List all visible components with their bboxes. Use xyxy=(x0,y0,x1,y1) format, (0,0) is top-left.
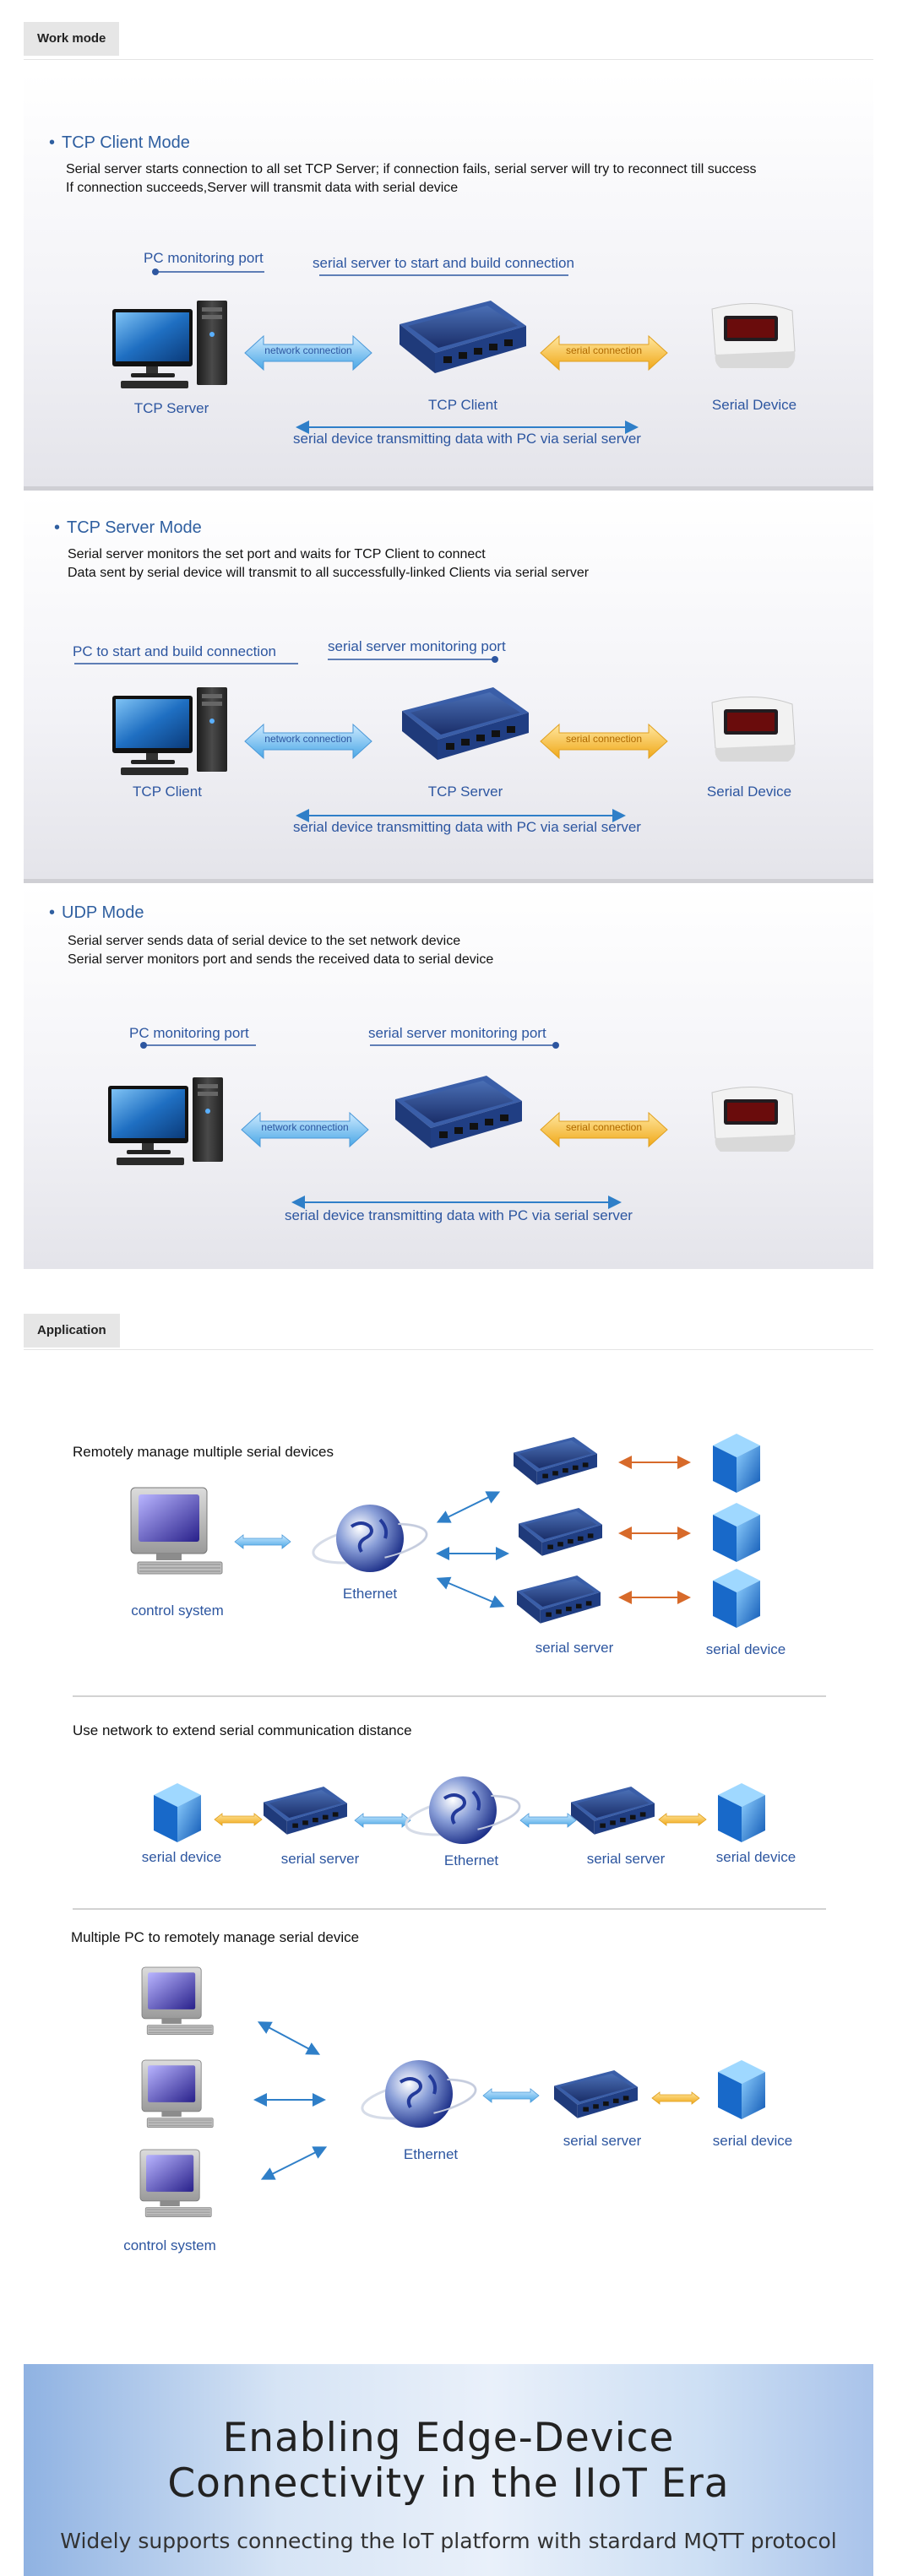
app2-label-5: serial device xyxy=(715,1849,796,1865)
network-connection-label-2: network connection xyxy=(264,733,352,745)
tcp-client-desc-2: If connection succeeds,Server will trans… xyxy=(66,181,459,195)
iiot-banner: Enabling Edge-Device Connectivity in the… xyxy=(24,2364,873,2576)
udp-lines xyxy=(140,1042,622,1209)
serial-device-caption: Serial Device xyxy=(711,397,797,413)
serial-device-caption-2: Serial Device xyxy=(706,784,792,800)
app-section-1-title: Remotely manage multiple serial devices xyxy=(73,1444,334,1460)
pc-monitoring-port-label: PC monitoring port xyxy=(144,250,264,266)
serial-connection-label: serial connection xyxy=(565,344,643,356)
serial-connection-label-2: serial connection xyxy=(565,733,643,745)
udp-panel: •UDP Mode Serial server sends data of se… xyxy=(24,885,873,1269)
app1-serial-server-label: serial server xyxy=(535,1640,614,1656)
app3-net-arrow xyxy=(482,2088,540,2103)
app3-ethernet-label: Ethernet xyxy=(403,2146,459,2162)
tcp-server-desc-2: Data sent by serial device will transmit… xyxy=(68,566,590,580)
tcp-server-lines xyxy=(74,656,626,822)
pc-start-connection-label: PC to start and build connection xyxy=(73,643,276,659)
tcp-server-panel: •TCP Server Mode Serial server monitors … xyxy=(24,495,873,883)
app3-control-system-label: control system xyxy=(123,2237,216,2253)
work-mode-rule xyxy=(24,59,873,60)
app3-serial-device-label: serial device xyxy=(712,2133,793,2149)
pc-port-underline xyxy=(152,268,639,434)
app2-label-2: serial server xyxy=(280,1851,360,1867)
app-section-3-title: Multiple PC to remotely manage serial de… xyxy=(71,1929,360,1945)
transmit-label-3: serial device transmitting data with PC … xyxy=(285,1207,633,1223)
tcp-client-caption-2: TCP Client xyxy=(133,784,202,800)
app2-label-4: serial server xyxy=(586,1851,666,1867)
application-rule xyxy=(24,1349,873,1350)
banner-title-line-1: Enabling Edge-Device xyxy=(222,2415,675,2461)
udp-pc-monitoring-label: PC monitoring port xyxy=(129,1025,249,1041)
tcp-server-desc-1: Serial server monitors the set port and … xyxy=(68,547,486,561)
udp-desc-1: Serial server sends data of serial devic… xyxy=(68,934,461,948)
network-connection-label-3: network connection xyxy=(261,1121,349,1133)
tcp-client-title: •TCP Client Mode xyxy=(49,133,190,152)
app2-label-3: Ethernet xyxy=(443,1852,499,1868)
transmit-label-2: serial device transmitting data with PC … xyxy=(293,819,641,835)
app-separator-1 xyxy=(73,1695,826,1697)
serial-server-monitoring-label: serial server monitoring port xyxy=(328,638,506,654)
app1-control-system-label: control system xyxy=(131,1603,224,1619)
udp-serial-monitoring-label: serial server monitoring port xyxy=(368,1025,546,1041)
app3-server-icon xyxy=(554,2070,638,2118)
udp-desc-2: Serial server monitors port and sends th… xyxy=(68,952,494,967)
banner-title-line-2: Connectivity in the IIoT Era xyxy=(167,2460,730,2507)
serial-server-start-label: serial server to start and build connect… xyxy=(313,255,574,271)
banner-subtitle: Widely supports connecting the IoT platf… xyxy=(60,2529,837,2553)
app3-ethernet-globe-icon xyxy=(357,2058,481,2129)
app-separator-2 xyxy=(73,1908,826,1910)
work-mode-tab: Work mode xyxy=(24,22,120,56)
tcp-server-caption: TCP Server xyxy=(133,400,209,416)
app3-cube-icon xyxy=(718,2060,765,2119)
app1-serial-device-label: serial device xyxy=(705,1641,786,1657)
tcp-client-panel: •TCP Client Mode Serial server starts co… xyxy=(24,73,873,491)
udp-title: •UDP Mode xyxy=(49,903,144,922)
tcp-server-title: •TCP Server Mode xyxy=(54,518,202,537)
transmit-label: serial device transmitting data with PC … xyxy=(293,431,641,447)
app1-ethernet-label: Ethernet xyxy=(342,1586,398,1602)
app3-ser-arrow xyxy=(651,2091,700,2105)
tcp-client-caption: TCP Client xyxy=(428,397,497,413)
application-tab: Application xyxy=(24,1314,120,1348)
app2-label-1: serial device xyxy=(141,1849,222,1865)
app3-serial-server-label: serial server xyxy=(563,2133,642,2149)
serial-connection-label-3: serial connection xyxy=(565,1121,643,1133)
tcp-client-desc-1: Serial server starts connection to all s… xyxy=(66,162,757,176)
app-section-2-title: Use network to extend serial communicati… xyxy=(73,1722,412,1738)
network-connection-label: network connection xyxy=(264,344,352,356)
tcp-server-caption-2: TCP Server xyxy=(427,784,503,800)
